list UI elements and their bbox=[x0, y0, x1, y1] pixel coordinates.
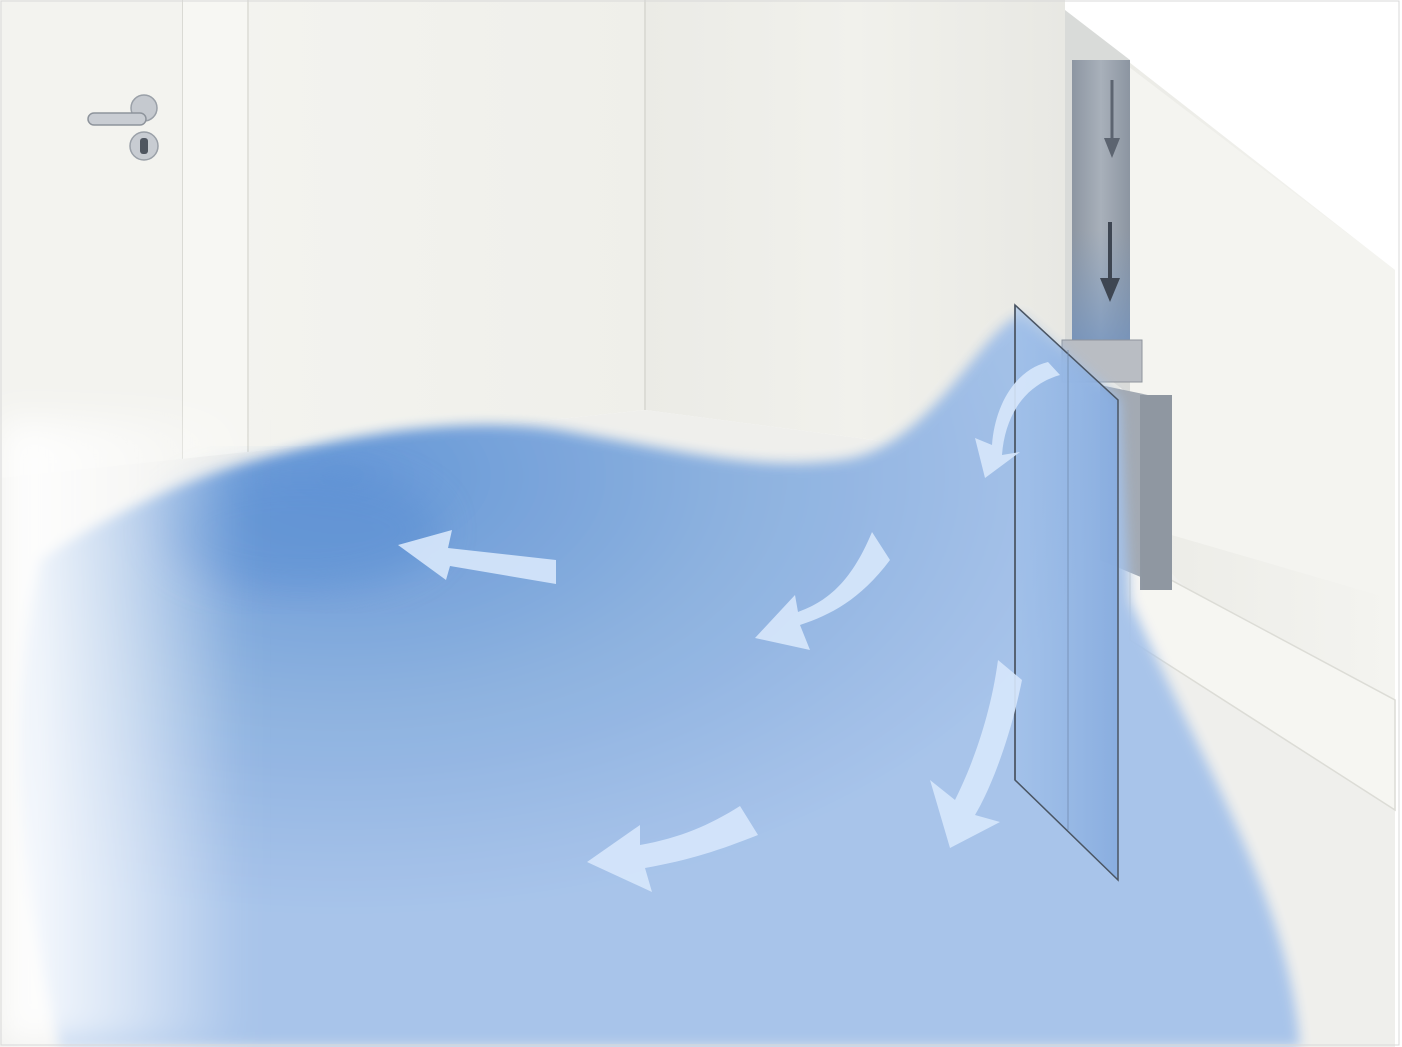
door-leaf bbox=[0, 0, 182, 480]
keyhole-icon bbox=[130, 132, 158, 160]
displacement-diffuser bbox=[1015, 305, 1118, 880]
door-frame bbox=[182, 0, 248, 462]
